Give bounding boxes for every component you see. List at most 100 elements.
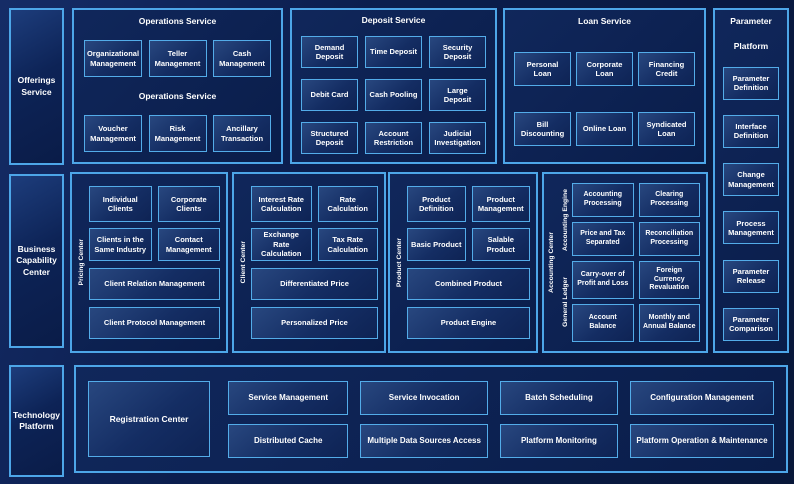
loan-row-1: Personal Loan Corporate Loan Financing C… — [514, 52, 695, 86]
box-financing-credit: Financing Credit — [638, 52, 695, 86]
box-product-engine: Product Engine — [407, 307, 530, 339]
client-center-vlabel-col: Client Center — [235, 179, 251, 346]
box-basic-product: Basic Product — [407, 228, 466, 261]
box-client-protocol-management: Client Protocol Management — [89, 307, 220, 339]
box-product-definition: Product Definition — [407, 186, 466, 222]
box-organizational-management: Organizational Management — [84, 40, 142, 77]
box-voucher-management: Voucher Management — [84, 115, 142, 152]
box-structured-deposit: Structured Deposit — [301, 122, 358, 154]
box-parameter-comparison: Parameter Comparison — [723, 307, 779, 341]
box-demand-deposit: Demand Deposit — [301, 36, 358, 68]
accounting-groups: Accounting Engine Accounting Processing … — [558, 178, 700, 347]
box-differentiated-price: Differentiated Price — [251, 268, 378, 300]
product-center-content: Product Definition Product Management Ba… — [407, 179, 530, 346]
box-bill-discounting: Bill Discounting — [514, 112, 571, 146]
box-risk-management: Risk Management — [148, 115, 207, 152]
box-client-relation-management: Client Relation Management — [89, 268, 220, 300]
box-platform-monitoring: Platform Monitoring — [499, 423, 618, 458]
box-debit-card: Debit Card — [301, 79, 358, 111]
box-foreign-currency-revaluation: Foreign Currency Revaluation — [638, 261, 700, 299]
box-process-management: Process Management — [723, 211, 779, 245]
panel-deposit-service: Deposit Service Demand Deposit Time Depo… — [290, 8, 497, 164]
box-ancillary-transaction: Ancillary Transaction — [213, 115, 271, 152]
box-syndicated-loan: Syndicated Loan — [638, 112, 695, 146]
loan-row-2: Bill Discounting Online Loan Syndicated … — [514, 112, 695, 146]
pricing-center-vlabel-col: Pricing Center — [73, 179, 89, 346]
box-teller-management: Teller Management — [148, 40, 207, 77]
accounting-engine-label: Accounting Engine — [561, 188, 569, 251]
accounting-center-vlabel-col: Accounting Center — [545, 178, 558, 347]
panel-product-center: Product Center Product Definition Produc… — [388, 172, 538, 353]
box-clients-same-industry: Clients in the Same Industry — [89, 228, 152, 261]
technology-grid: Service Management Service Invocation Ba… — [228, 380, 774, 458]
box-service-invocation: Service Invocation — [360, 380, 488, 415]
operations-row-2: Voucher Management Risk Management Ancil… — [84, 115, 271, 152]
box-contact-management: Contact Management — [157, 228, 220, 261]
client-center-content: Interest Rate Calculation Rate Calculati… — [251, 179, 378, 346]
pricing-center-label: Pricing Center — [77, 239, 85, 286]
box-clearing-processing: Clearing Processing — [638, 183, 700, 217]
box-registration-center: Registration Center — [88, 381, 210, 457]
sidebar-offerings-label: Offerings Service — [17, 75, 56, 97]
sidebar-business-label: Business Capability Center — [16, 243, 57, 277]
panel-client-center: Client Center Interest Rate Calculation … — [232, 172, 386, 353]
panel-parameter-platform: Parameter Platform Parameter Definition … — [713, 8, 789, 353]
panel-technology-platform: Registration Center Service Management S… — [74, 365, 788, 473]
box-cash-management: Cash Management — [213, 40, 271, 77]
accounting-engine-group: Accounting Engine Accounting Processing … — [558, 183, 700, 256]
box-configuration-management: Configuration Management — [629, 380, 774, 415]
operations-service-subtitle: Operations Service — [138, 91, 217, 101]
box-tax-rate-calculation: Tax Rate Calculation — [317, 228, 378, 261]
box-account-balance: Account Balance — [572, 304, 634, 342]
panel-pricing-center: Pricing Center Individual Clients Corpor… — [70, 172, 228, 353]
operations-row-1: Organizational Management Teller Managem… — [84, 40, 271, 77]
box-time-deposit: Time Deposit — [365, 36, 422, 68]
loan-service-title: Loan Service — [578, 16, 631, 26]
pricing-center-content: Individual Clients Corporate Clients Cli… — [89, 179, 220, 346]
deposit-row-2: Debit Card Cash Pooling Large Deposit — [301, 79, 486, 111]
box-monthly-annual-balance: Monthly and Annual Balance — [638, 304, 700, 342]
box-combined-product: Combined Product — [407, 268, 530, 300]
box-accounting-processing: Accounting Processing — [572, 183, 634, 217]
parameter-platform-title-line2: Platform — [733, 41, 769, 52]
sidebar-business-capability-center: Business Capability Center — [9, 174, 64, 348]
panel-accounting-center: Accounting Center Accounting Engine Acco… — [542, 172, 708, 353]
general-ledger-group: General Ledger Carry-over of Profit and … — [558, 261, 700, 342]
box-corporate-clients: Corporate Clients — [157, 186, 220, 222]
deposit-row-3: Structured Deposit Account Restriction J… — [301, 122, 486, 154]
panel-operations-service: Operations Service Organizational Manage… — [72, 8, 283, 164]
box-distributed-cache: Distributed Cache — [228, 423, 349, 458]
box-exchange-rate-calculation: Exchange Rate Calculation — [251, 228, 312, 261]
box-batch-scheduling: Batch Scheduling — [499, 380, 618, 415]
box-personal-loan: Personal Loan — [514, 52, 571, 86]
sidebar-technology-platform: Technology Platform — [9, 365, 64, 477]
client-center-label: Client Center — [239, 241, 247, 284]
accounting-engine-vlabel-col: Accounting Engine — [558, 183, 572, 256]
box-interface-definition: Interface Definition — [723, 114, 779, 148]
box-large-deposit: Large Deposit — [429, 79, 486, 111]
operations-service-title: Operations Service — [138, 16, 217, 26]
box-parameter-definition: Parameter Definition — [723, 66, 779, 100]
panel-loan-service: Loan Service Personal Loan Corporate Loa… — [503, 8, 706, 164]
deposit-service-title: Deposit Service — [361, 15, 426, 25]
product-center-label: Product Center — [395, 237, 403, 288]
box-platform-operation-maintenance: Platform Operation & Maintenance — [629, 423, 774, 458]
box-product-management: Product Management — [471, 186, 530, 222]
box-change-management: Change Management — [723, 163, 779, 197]
box-salable-product: Salable Product — [471, 228, 530, 261]
box-individual-clients: Individual Clients — [89, 186, 152, 222]
box-carry-over-profit-loss: Carry-over of Profit and Loss — [572, 261, 634, 299]
box-rate-calculation: Rate Calculation — [317, 186, 378, 222]
box-interest-rate-calculation: Interest Rate Calculation — [251, 186, 312, 222]
product-center-vlabel-col: Product Center — [391, 179, 407, 346]
general-ledger-label: General Ledger — [561, 276, 569, 327]
box-online-loan: Online Loan — [576, 112, 633, 146]
sidebar-technology-label: Technology Platform — [12, 409, 61, 431]
deposit-row-1: Demand Deposit Time Deposit Security Dep… — [301, 36, 486, 68]
sidebar-offerings-service: Offerings Service — [9, 8, 64, 165]
box-account-restriction: Account Restriction — [365, 122, 422, 154]
box-reconciliation-processing: Reconciliation Processing — [638, 222, 700, 256]
box-judicial-investigation: Judicial Investigation — [429, 122, 486, 154]
box-security-deposit: Security Deposit — [429, 36, 486, 68]
